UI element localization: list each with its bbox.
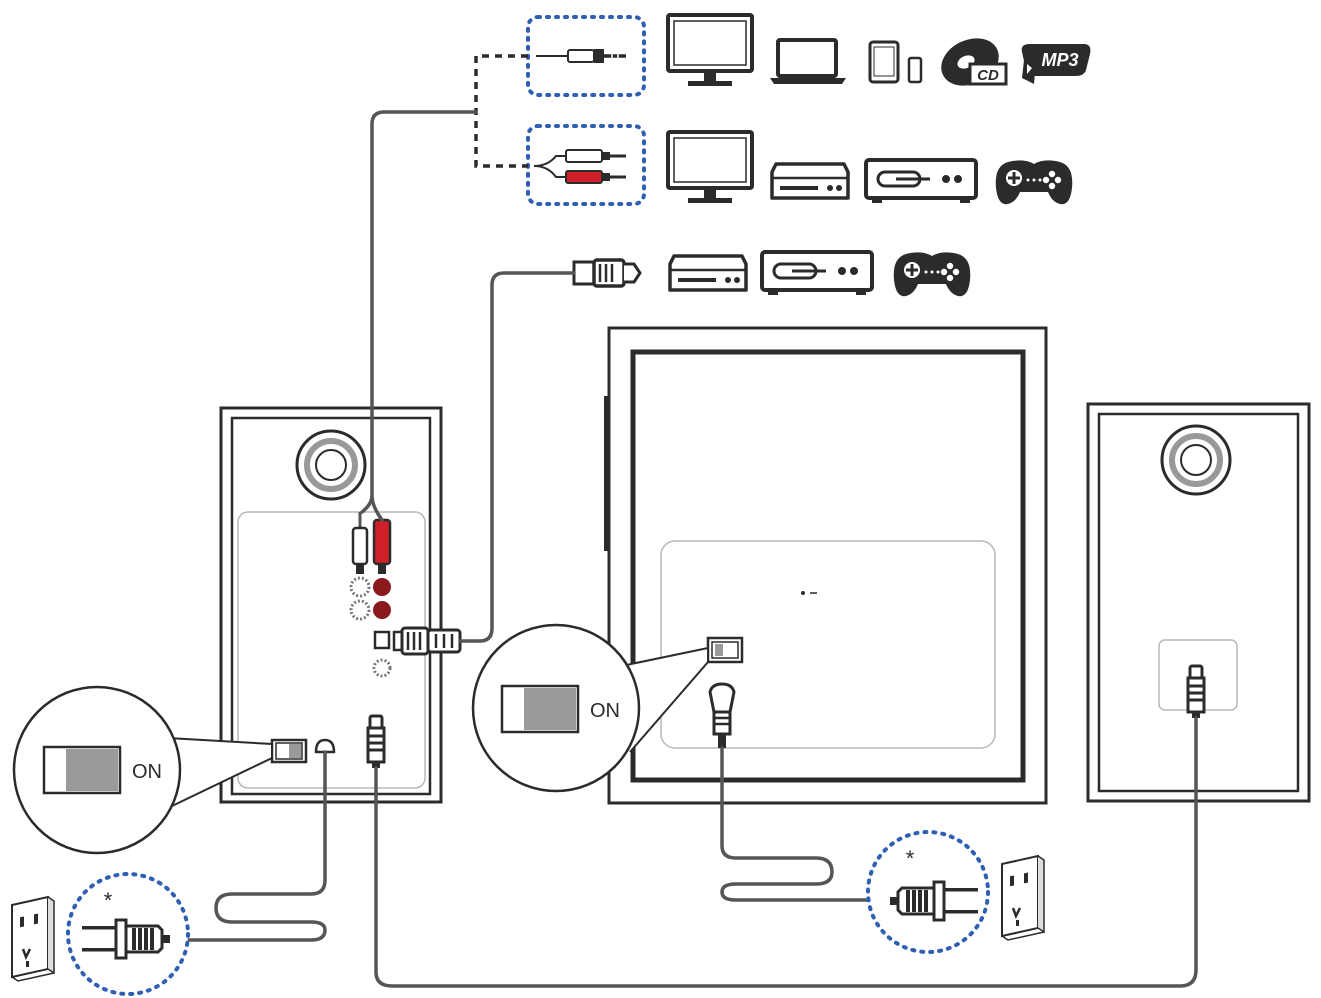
cd-label: CD [977,67,999,84]
gamepad-icon [892,250,972,298]
subwoofer-power-cord [720,746,878,902]
plug-asterisk: * [104,888,113,913]
subwoofer-switch-magnifier: ON [471,623,709,793]
cd-icon: CD [941,38,1008,86]
dvd-player-icon [760,250,874,297]
mp3-icon: MP3 [1021,44,1091,84]
wall-outlet-icon [1000,854,1046,942]
wall-outlet-icon [10,895,56,983]
subwoofer-power-switch [706,636,744,664]
subwoofer-panel [660,540,996,749]
left-plug-callout: * [66,872,190,996]
optical-sources-row [668,250,972,298]
laptop-icon [770,38,846,84]
left-switch-magnifier: ON [12,685,273,855]
rca-cable-callout [526,124,646,206]
mp3-label: MP3 [1041,50,1078,70]
aux-3.5mm-cable-icon [536,49,626,63]
callout-link-line [474,54,528,168]
optical-signal-cable [458,271,576,643]
switch-on-label: ON [132,761,162,783]
tablet-phone-icon [868,40,923,84]
cables [178,110,1198,988]
speaker-link-plug [366,714,386,770]
gamepad-icon [994,158,1074,206]
bass-port [295,429,367,501]
subwoofer-rear [604,326,1048,805]
right-speaker-rear [1086,402,1311,803]
switch-on-label: ON [590,700,620,722]
set-top-box-icon [770,162,850,200]
aux-sources-row: CD MP3 [666,13,1091,88]
aux-cable-callout [526,15,646,97]
optical-cable-icon [572,258,642,288]
switch-magnified [500,684,580,734]
plug-asterisk: * [906,846,915,871]
subwoofer-dots [801,591,817,595]
dvd-player-icon [864,158,978,205]
monitor-icon [666,130,754,205]
left-speaker-rear [219,406,462,804]
optical-input-port [372,626,462,678]
subwoofer-plug-callout: * [866,830,990,954]
rca-sources-row [666,130,1074,206]
speaker-link-cable [374,716,1198,988]
switch-magnified [42,745,122,795]
set-top-box-icon [668,254,748,292]
rca-signal-cable [360,110,478,522]
left-power-switch [270,738,308,764]
bass-port [1160,424,1232,496]
rca-cable-icon [533,149,626,184]
speaker-link-plug [1186,664,1206,720]
rca-input-sockets [349,576,391,621]
left-power-cord [178,750,327,942]
rca-plugs-inserted [351,512,392,574]
subwoofer-power-plug [708,682,736,748]
power-socket [314,738,336,754]
monitor-icon [666,13,754,88]
